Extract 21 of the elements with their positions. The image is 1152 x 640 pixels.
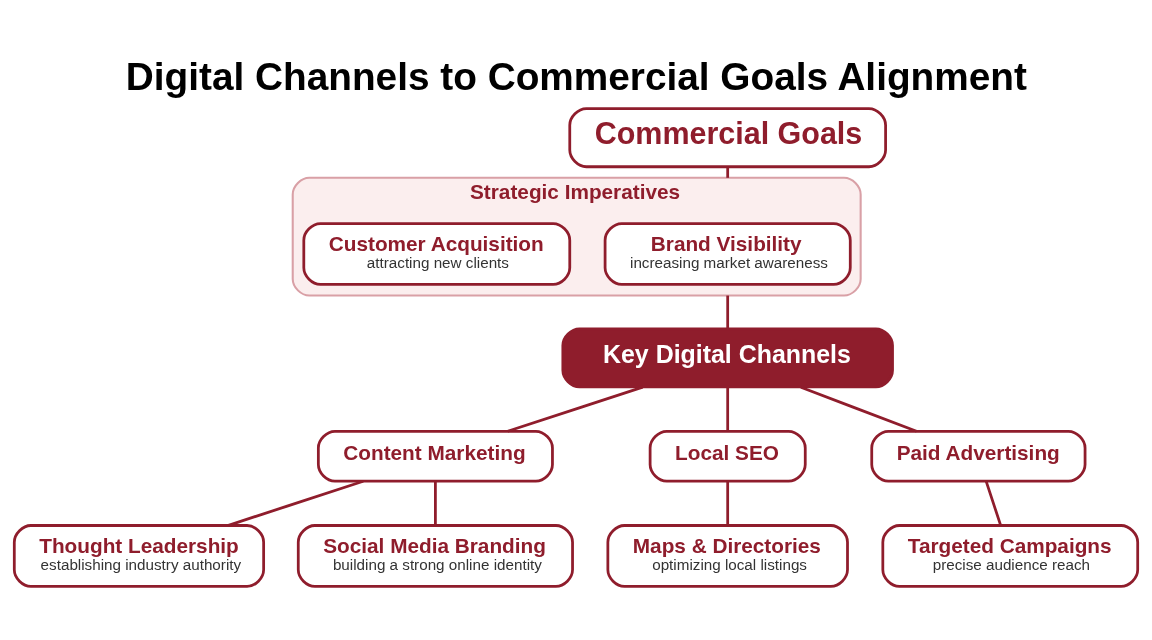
connector <box>726 481 730 525</box>
node-box: Social Media Branding building a strong online identity <box>296 523 574 588</box>
connector <box>434 481 437 525</box>
node-box: Local SEO <box>648 429 807 483</box>
connector <box>507 385 644 433</box>
node-box: Commercial Goals <box>568 106 887 168</box>
node-box: Key Digital Channels <box>561 326 894 388</box>
connector <box>726 386 730 431</box>
node-box: Paid Advertising <box>870 429 1087 483</box>
connector <box>726 166 730 178</box>
node-box: Thought Leadership establishing industry authority <box>12 523 266 588</box>
node-box: Maps & Directories optimizing local listings <box>606 523 849 588</box>
connector <box>984 480 1002 526</box>
node-box: Content Marketing <box>316 429 554 483</box>
connector <box>800 385 918 433</box>
diagram-title: Digital Channels to Commercial Goals Alignment <box>125 54 1027 98</box>
node-box: Customer Acquisition attracting new clients <box>302 221 572 286</box>
connector <box>228 479 364 527</box>
node-box: Brand Visibility increasing market awareness <box>603 221 852 286</box>
node-box: Targeted Campaigns precise audience reach <box>881 523 1140 588</box>
connector <box>726 295 730 329</box>
